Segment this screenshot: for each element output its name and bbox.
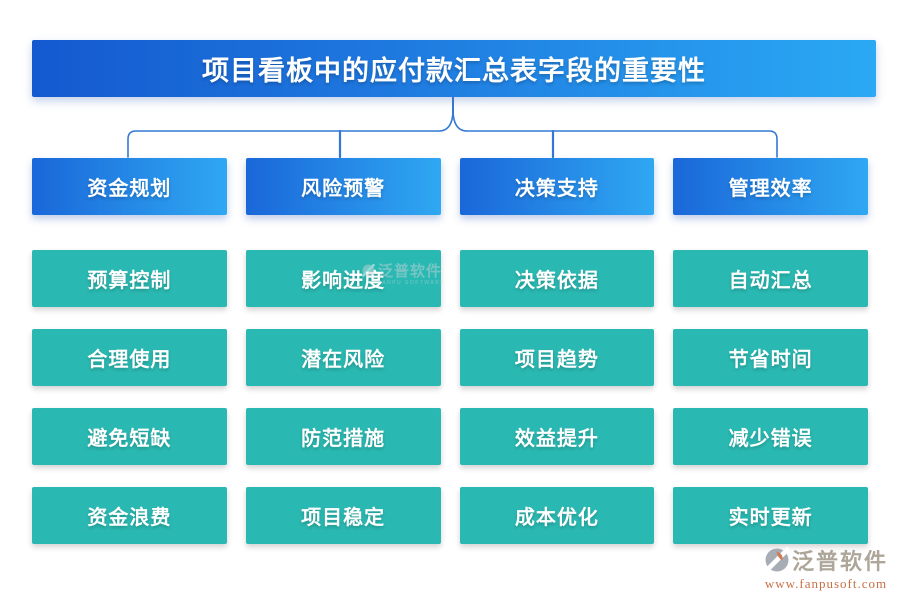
item-label: 防范措施 [301, 428, 386, 450]
item-box: 防范措施 [245, 408, 441, 465]
item-label: 影响进度 [301, 270, 386, 292]
item-label: 项目趋势 [514, 349, 599, 371]
item-box: 减少错误 [673, 408, 868, 465]
tree-connector-lines [127, 96, 778, 159]
column-header-label: 资金规划 [87, 178, 172, 200]
diagram-title-bar: 项目看板中的应付款汇总表字段的重要性 [32, 40, 876, 97]
footer-brand-text: 泛普软件 [791, 549, 888, 574]
item-label: 避免短缺 [87, 428, 172, 450]
footer-url-text: www.fanpusoft.com [764, 576, 888, 591]
page-title: 项目看板中的应付款汇总表字段的重要性 [202, 56, 706, 86]
item-box: 预算控制 [32, 250, 227, 307]
item-box: 项目稳定 [245, 487, 441, 544]
column-header-label: 决策支持 [514, 178, 599, 200]
item-box: 决策依据 [459, 250, 655, 307]
item-label: 实时更新 [728, 507, 813, 529]
item-box: 效益提升 [459, 408, 655, 465]
item-label: 成本优化 [514, 507, 599, 529]
item-label: 效益提升 [514, 428, 599, 450]
column-header-label: 风险预警 [301, 178, 386, 200]
item-label: 节省时间 [728, 349, 813, 371]
columns-grid: 资金规划 预算控制 合理使用 避免短缺 资金浪费 风险预警 影响进度 潜在风险 … [32, 158, 868, 566]
column-header: 管理效率 [673, 158, 868, 215]
column-header: 资金规划 [32, 158, 227, 215]
item-label: 决策依据 [514, 270, 599, 292]
column-decision-support: 决策支持 决策依据 项目趋势 效益提升 成本优化 [459, 158, 655, 566]
item-box: 自动汇总 [673, 250, 868, 307]
fanpu-logo-icon [763, 547, 790, 573]
item-label: 合理使用 [87, 349, 172, 371]
item-box: 影响进度 [245, 250, 441, 307]
item-box: 成本优化 [459, 487, 655, 544]
column-management-efficiency: 管理效率 自动汇总 节省时间 减少错误 实时更新 [673, 158, 868, 566]
item-label: 减少错误 [728, 428, 813, 450]
item-box: 实时更新 [673, 487, 868, 544]
item-box: 项目趋势 [459, 329, 655, 386]
item-label: 潜在风险 [301, 349, 386, 371]
item-label: 预算控制 [87, 270, 172, 292]
column-header: 决策支持 [459, 158, 655, 215]
column-header-label: 管理效率 [728, 178, 813, 200]
item-box: 避免短缺 [32, 408, 227, 465]
item-box: 节省时间 [673, 329, 868, 386]
column-header: 风险预警 [245, 158, 441, 215]
item-label: 自动汇总 [728, 270, 813, 292]
item-label: 项目稳定 [301, 507, 386, 529]
column-fund-planning: 资金规划 预算控制 合理使用 避免短缺 资金浪费 [32, 158, 227, 566]
item-box: 潜在风险 [245, 329, 441, 386]
footer-brand: 泛普软件 www.fanpusoft.com [763, 544, 888, 592]
item-box: 资金浪费 [32, 487, 227, 544]
column-risk-warning: 风险预警 影响进度 潜在风险 防范措施 项目稳定 [245, 158, 441, 566]
item-label: 资金浪费 [87, 507, 172, 529]
item-box: 合理使用 [32, 329, 227, 386]
